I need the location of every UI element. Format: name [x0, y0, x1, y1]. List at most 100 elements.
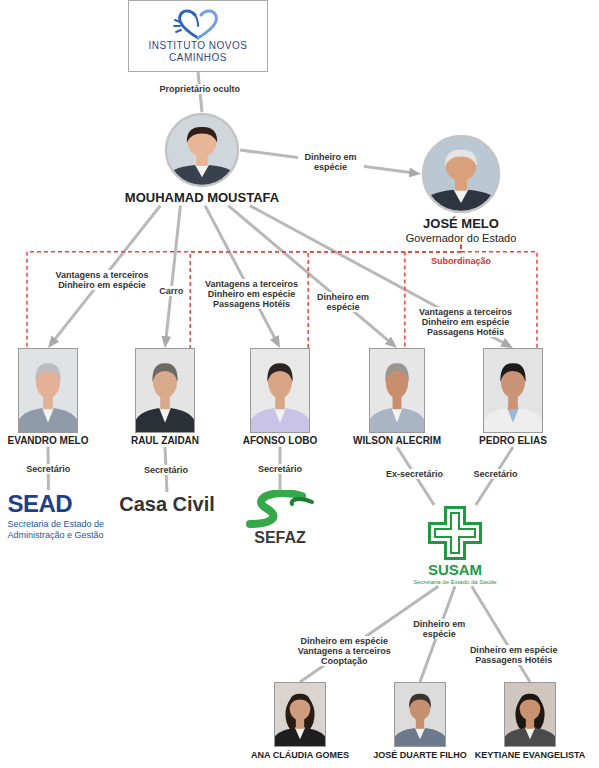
edge-label: Vantagens a terceiros Dinheiro em espéci… [414, 307, 518, 337]
portrait [504, 682, 556, 747]
photo-frame-graphic [369, 348, 425, 433]
collar [295, 728, 305, 740]
edge-label: Secretário [24, 464, 72, 474]
node-text: Casa Civil [119, 492, 215, 516]
node-text: MOUHAMAD MOUSTAFA [125, 190, 279, 206]
collar [159, 408, 171, 423]
collar [525, 728, 535, 740]
swoosh [250, 493, 302, 524]
node-text: JOSÉ MELO [406, 216, 517, 232]
person-portrait: MOUHAMAD MOUSTAFA [125, 112, 279, 206]
hair [35, 363, 60, 382]
portrait [274, 682, 326, 747]
node-text: PEDRO ELIAS [479, 435, 547, 447]
portrait [166, 114, 238, 186]
hair [285, 694, 314, 734]
photo-frame [504, 682, 556, 747]
edge-label: Secretário [142, 465, 190, 475]
portrait [423, 136, 499, 212]
hair [445, 150, 477, 167]
hair [500, 363, 525, 382]
hair [519, 694, 541, 708]
flow-arrow [205, 206, 276, 340]
photo-frame-graphic [250, 348, 310, 433]
shoulders [18, 408, 78, 434]
flow-arrow [228, 206, 390, 343]
photo-frame [250, 348, 310, 433]
hair [267, 363, 292, 382]
person-card: RAUL ZAIDAN [131, 348, 199, 447]
shoulders [504, 728, 556, 748]
swoosh [292, 499, 312, 504]
hair [152, 363, 177, 382]
shoulders [394, 728, 446, 748]
photo-background [423, 136, 499, 212]
agency-logo: Casa Civil [119, 492, 215, 516]
edge-label: Carro [157, 286, 185, 296]
subordination-line [27, 245, 461, 348]
edge-label: Dinheiro em espécie [406, 619, 472, 639]
heart-stroke [198, 11, 216, 38]
node-text: ANA CLÁUDIA GOMES [251, 750, 349, 761]
photo-frame [135, 348, 195, 433]
shoulders [483, 408, 543, 434]
collar [507, 408, 519, 423]
node-text: KEYTIANE EVANGELISTA [475, 750, 586, 761]
shoulders [135, 408, 195, 434]
photo-frame [369, 348, 425, 433]
heart-stroke [175, 20, 180, 22]
flow-arrow [472, 586, 530, 682]
edge-label: Dinheiro em espécie [298, 152, 364, 172]
portrait-circle-graphic [421, 134, 501, 214]
person-card: WILSON ALECRIM [353, 348, 441, 447]
node-text: SEFAZ [240, 528, 320, 547]
photo-frame-graphic [394, 682, 446, 747]
portrait-circle [421, 134, 501, 214]
flow-arrow [240, 150, 412, 173]
photo-background [135, 348, 195, 433]
photo-frame [18, 348, 78, 433]
photo-border [394, 683, 445, 747]
collar [274, 408, 286, 423]
photo-frame [394, 682, 446, 747]
shoulders [250, 408, 310, 434]
photo-border [136, 349, 195, 433]
photo-frame [274, 682, 326, 747]
edge-label: Secretário [256, 464, 304, 474]
edge-label: Vantagens a terceiros Dinheiro em espéci… [50, 270, 154, 290]
person-card: ANA CLÁUDIA GOMES [251, 682, 349, 761]
susam-cross-graphic [423, 505, 487, 561]
heart-icon [173, 6, 223, 40]
heart-stroke [195, 15, 198, 26]
portrait [250, 348, 310, 433]
photo-frame [483, 348, 543, 433]
portrait-circle-graphic [164, 112, 240, 188]
node-text: Secretaria de Estado da Saúde [413, 579, 496, 586]
person-card: PEDRO ELIAS [479, 348, 547, 447]
node-text: RAUL ZAIDAN [131, 435, 199, 447]
hair [515, 694, 544, 734]
photo-border [370, 349, 425, 433]
collar [453, 189, 468, 203]
cross [428, 506, 482, 560]
photo-background [369, 348, 425, 433]
portrait [18, 348, 78, 433]
portrait-ring [423, 136, 499, 212]
edge-label: Dinheiro em espécie Passagens Hotéis [464, 645, 563, 665]
collar [415, 728, 425, 740]
hair [385, 363, 409, 382]
collar [391, 408, 402, 423]
photo-background [483, 348, 543, 433]
photo-background [18, 348, 78, 433]
org-logo: INSTITUTO NOVOS CAMINHOS [128, 0, 268, 72]
shoulders [274, 728, 326, 748]
portrait [369, 348, 425, 433]
photo-frame-graphic [274, 682, 326, 747]
person-portrait: JOSÉ MELOGovernador do Estado [406, 134, 517, 245]
photo-border [250, 349, 309, 433]
flow-arrow [166, 206, 180, 339]
edge-label: Ex-secretário [384, 469, 445, 479]
node-text: JOSÉ DUARTE FILHO [373, 750, 467, 761]
hair [289, 694, 311, 708]
